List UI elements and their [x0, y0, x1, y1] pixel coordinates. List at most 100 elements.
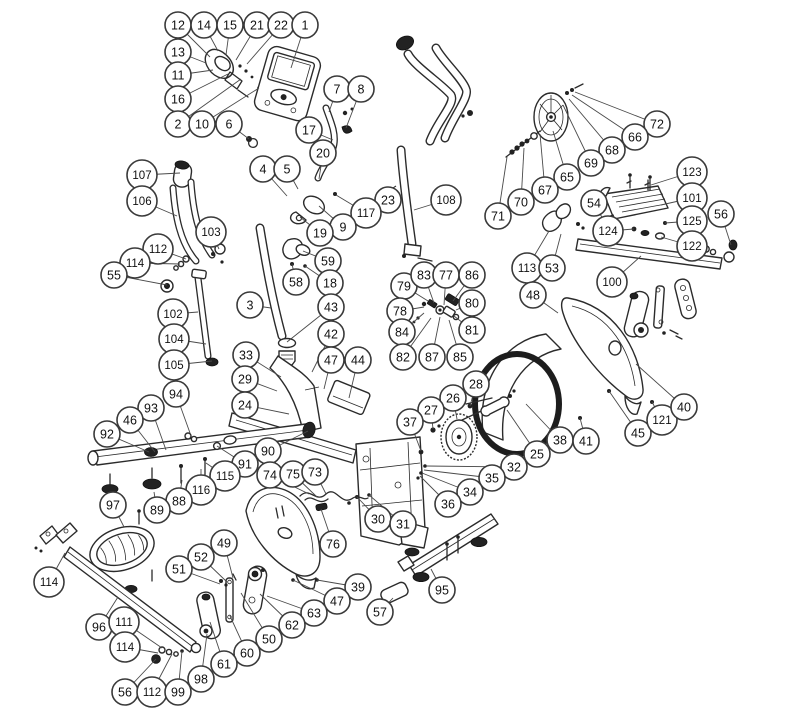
svg-text:7: 7: [334, 83, 341, 97]
left-cover-art: [245, 486, 321, 590]
part-balloon-6: 6: [215, 110, 243, 138]
svg-text:85: 85: [453, 351, 467, 365]
svg-text:77: 77: [439, 269, 453, 283]
part-balloon-114: 114: [109, 631, 141, 663]
svg-text:121: 121: [652, 415, 671, 427]
svg-text:32: 32: [507, 461, 521, 475]
svg-text:80: 80: [465, 297, 479, 311]
svg-text:37: 37: [403, 416, 417, 430]
svg-text:99: 99: [171, 686, 185, 700]
svg-text:90: 90: [261, 445, 275, 459]
console-art: [253, 45, 322, 122]
svg-text:112: 112: [149, 244, 167, 256]
part-balloon-31: 31: [389, 510, 417, 538]
svg-text:3: 3: [247, 299, 254, 313]
svg-text:83: 83: [417, 269, 431, 283]
part-balloon-80: 80: [458, 289, 486, 317]
part-balloon-121: 121: [646, 404, 678, 436]
part-balloon-51: 51: [165, 555, 193, 583]
part-balloon-46: 46: [116, 406, 144, 434]
svg-text:114: 114: [126, 258, 145, 270]
svg-text:19: 19: [313, 227, 327, 241]
part-balloon-48: 48: [519, 281, 547, 309]
svg-text:26: 26: [446, 392, 460, 406]
part-balloon-4: 4: [249, 155, 277, 183]
left-handlebar-art: [160, 160, 226, 367]
part-balloon-112: 112: [136, 676, 168, 708]
part-balloon-55: 55: [100, 261, 128, 289]
part-balloon-106: 106: [126, 185, 158, 217]
leader-line-72: [574, 91, 658, 125]
part-balloon-25: 25: [523, 440, 551, 468]
svg-text:107: 107: [132, 170, 151, 182]
machine-art: [34, 35, 738, 664]
part-balloon-70: 70: [507, 188, 535, 216]
svg-text:94: 94: [169, 388, 183, 402]
part-balloon-90: 90: [254, 437, 282, 465]
svg-text:106: 106: [132, 196, 151, 208]
part-balloon-21: 21: [243, 11, 271, 39]
part-balloon-62: 62: [278, 611, 306, 639]
part-balloon-54: 54: [580, 189, 608, 217]
svg-text:45: 45: [631, 427, 645, 441]
part-balloon-114: 114: [119, 247, 151, 279]
part-balloon-35: 35: [478, 464, 506, 492]
part-balloon-5: 5: [273, 155, 301, 183]
svg-text:62: 62: [285, 619, 299, 633]
svg-text:41: 41: [579, 435, 593, 449]
part-balloon-29: 29: [231, 365, 259, 393]
part-balloon-94: 94: [162, 380, 190, 408]
part-balloon-83: 83: [410, 261, 438, 289]
part-balloon-97: 97: [99, 491, 127, 519]
part-balloon-50: 50: [255, 625, 283, 653]
part-balloon-71: 71: [484, 202, 512, 230]
part-balloon-34: 34: [456, 478, 484, 506]
part-balloon-10: 10: [188, 110, 216, 138]
part-balloon-67: 67: [531, 176, 559, 204]
part-balloon-11: 11: [164, 61, 192, 89]
svg-text:96: 96: [92, 621, 106, 635]
part-balloon-49: 49: [210, 529, 238, 557]
svg-text:11: 11: [172, 69, 185, 83]
svg-text:95: 95: [435, 584, 449, 598]
part-balloon-60: 60: [233, 639, 261, 667]
part-balloon-103: 103: [195, 216, 227, 248]
svg-text:75: 75: [286, 468, 300, 482]
svg-text:89: 89: [150, 504, 164, 518]
svg-text:115: 115: [216, 471, 234, 483]
svg-text:102: 102: [163, 309, 182, 321]
svg-text:44: 44: [351, 354, 365, 368]
svg-text:49: 49: [217, 537, 231, 551]
part-balloon-79: 79: [390, 272, 418, 300]
svg-text:36: 36: [441, 498, 455, 512]
part-balloon-77: 77: [432, 261, 460, 289]
right-cover-art: [560, 297, 654, 420]
rear-stabilizer-art: [380, 513, 499, 604]
part-balloon-39: 39: [344, 573, 372, 601]
part-balloon-99: 99: [164, 678, 192, 706]
svg-text:82: 82: [396, 351, 410, 365]
svg-text:59: 59: [321, 255, 335, 269]
svg-text:40: 40: [677, 401, 691, 415]
part-balloon-28: 28: [462, 370, 490, 398]
svg-text:72: 72: [650, 118, 664, 132]
svg-text:113: 113: [518, 263, 536, 275]
svg-text:108: 108: [436, 195, 455, 207]
part-balloon-108: 108: [430, 184, 462, 216]
svg-text:22: 22: [274, 19, 288, 33]
part-balloon-115: 115: [209, 460, 241, 492]
svg-text:105: 105: [164, 360, 183, 372]
part-balloon-17: 17: [295, 116, 323, 144]
svg-text:114: 114: [116, 642, 135, 654]
part-balloon-12: 12: [164, 11, 192, 39]
svg-text:63: 63: [307, 607, 321, 621]
part-balloon-16: 16: [164, 85, 192, 113]
svg-text:81: 81: [465, 324, 479, 338]
part-balloon-124: 124: [592, 215, 624, 247]
part-balloon-18: 18: [316, 269, 344, 297]
part-balloon-41: 41: [572, 427, 600, 455]
svg-text:111: 111: [115, 617, 132, 629]
part-balloon-32: 32: [500, 453, 528, 481]
svg-text:123: 123: [682, 167, 701, 179]
